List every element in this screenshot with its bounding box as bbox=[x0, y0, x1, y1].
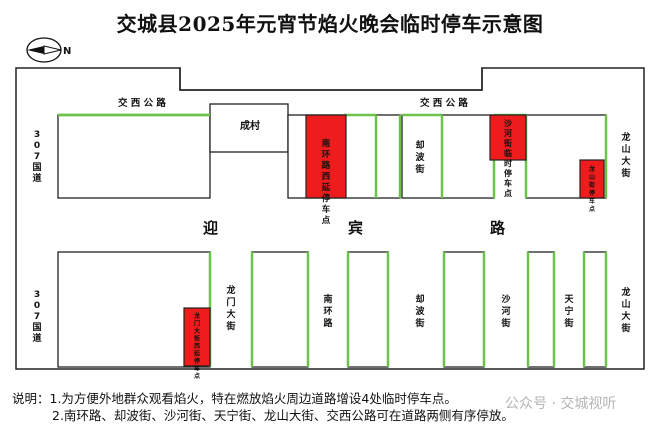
compass-north-label: N bbox=[63, 46, 71, 57]
parking-label-longmen: 龙门大街西延停车点 bbox=[193, 312, 201, 380]
parking-shahe bbox=[489, 114, 527, 161]
road-label-nanhuan: 南环路 bbox=[323, 293, 333, 329]
road-label-longshan-bottom: 龙山大街 bbox=[620, 286, 630, 334]
road-label-shahe: 沙河街 bbox=[500, 294, 510, 329]
parking-longmen-west bbox=[183, 307, 211, 367]
block-bottom-3 bbox=[347, 251, 389, 368]
road-label-quebo-bottom: 却波街 bbox=[414, 293, 425, 329]
block-top-1 bbox=[57, 114, 211, 199]
road-label-quebo-top: 却波街 bbox=[414, 139, 425, 175]
parking-label-nanhuan: 南环路西延停车点 bbox=[321, 138, 331, 226]
road-label-jiaoxi-2: 交 西 公 路 bbox=[420, 97, 468, 109]
legend-note-2: 2.南环路、却波街、沙河街、天宁街、龙山大街、交西公路可在道路两侧有序停放。 bbox=[52, 408, 514, 423]
road-label-yingbin-1: 迎 bbox=[203, 219, 218, 237]
block-top-5 bbox=[375, 114, 401, 199]
map-title: 交城县2025年元宵节焰火晚会临时停车示意图 bbox=[116, 12, 544, 36]
map-top-extension bbox=[179, 68, 483, 91]
road-label-jiaoxi-1: 交 西 公 路 bbox=[118, 97, 166, 109]
block-top-7 bbox=[441, 114, 495, 199]
parking-label-longshan: 龙山街停车点 bbox=[588, 165, 595, 213]
parking-label-shahe: 沙河街临时停车点 bbox=[503, 119, 512, 198]
block-top-4 bbox=[343, 114, 377, 199]
parking-longshan bbox=[579, 159, 605, 199]
road-label-longshan-top: 龙山大街 bbox=[620, 131, 630, 179]
compass-icon: N bbox=[26, 37, 71, 63]
road-label-yingbin-2: 宾 bbox=[348, 219, 363, 237]
road-label-longmen: 龙门大街 bbox=[225, 284, 235, 332]
road-label-yingbin-3: 路 bbox=[490, 219, 506, 237]
parking-nanhuan-west bbox=[305, 114, 347, 199]
block-bottom-6 bbox=[583, 251, 607, 368]
block-bottom-4 bbox=[443, 251, 485, 368]
road-label-landmark: 成村 bbox=[240, 119, 260, 132]
block-bottom-5 bbox=[527, 251, 555, 368]
road-label-tianning: 天宁街 bbox=[563, 294, 574, 329]
legend-note-1: 说明：1.为方便外地群众观看焰火，特在燃放焰火周边道路增设4处临时停车点。 bbox=[12, 391, 457, 406]
watermark: 公众号 · 交城视听 bbox=[505, 396, 617, 412]
block-bottom-2 bbox=[251, 251, 309, 368]
